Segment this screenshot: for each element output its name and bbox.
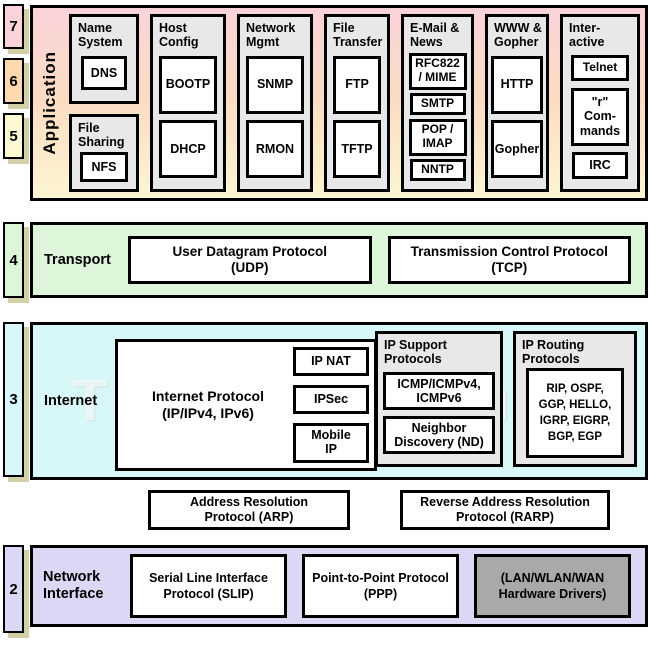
- ip-title: Internet Protocol (IP/IPv4, IPv6): [151, 387, 264, 422]
- group-title: Network Mgmt: [246, 21, 296, 49]
- layer-badge-2: 2: [3, 545, 24, 633]
- internet-layer-label: Internet: [44, 393, 98, 409]
- protocol-box-routing-list: RIP, OSPF, GGP, HELLO, IGRP, EIGRP, BGP,…: [526, 368, 624, 458]
- group-title: Name System: [78, 21, 123, 49]
- layer-badge-7: 7: [3, 4, 24, 49]
- protocol-box-ipsec: IPSec: [293, 385, 369, 414]
- protocol-box-tftp: TFTP: [333, 120, 381, 179]
- protocol-box-ip-nat: IP NAT: [293, 347, 369, 376]
- transport-layer-label: Transport: [44, 252, 111, 268]
- protocol-box-rfc822-mime: RFC822 / MIME: [408, 52, 467, 90]
- network-interface-layer-block: Network Interface Serial Line Interface …: [30, 545, 648, 627]
- protocol-box-neighbor-discovery: Neighbor Discovery (ND): [383, 416, 495, 454]
- group-title: IP Routing Protocols: [522, 338, 585, 366]
- protocol-box-dhcp: DHCP: [159, 120, 217, 179]
- protocol-box-smtp: SMTP: [409, 93, 466, 116]
- group-name-system: Name System DNS: [69, 14, 139, 104]
- group-email-news: E-Mail & News RFC822 / MIME SMTP POP / I…: [401, 14, 474, 192]
- protocol-box-dns: DNS: [81, 56, 127, 90]
- protocol-box-telnet: Telnet: [571, 55, 629, 82]
- protocol-box-ppp: Point-to-Point Protocol (PPP): [302, 554, 459, 618]
- group-title: IP Support Protocols: [384, 338, 447, 366]
- network-interface-layer-label: Network Interface: [43, 568, 104, 602]
- layer-badge-5: 5: [3, 113, 24, 159]
- ip-sub-protocols: IP NAT IPSec Mobile IP: [293, 347, 369, 463]
- network-interface-protocols: Serial Line Interface Protocol (SLIP) Po…: [130, 554, 631, 618]
- protocol-box-http: HTTP: [491, 55, 543, 114]
- group-file-sharing: File Sharing NFS: [69, 114, 139, 192]
- column-name-file: Name System DNS File Sharing NFS: [69, 14, 139, 192]
- internet-layer-block: The TCP/IP Guide Internet Internet Proto…: [30, 322, 648, 480]
- group-host-config: Host Config BOOTP DHCP: [150, 14, 226, 192]
- protocol-box-pop-imap: POP / IMAP: [408, 118, 467, 156]
- group-file-transfer: File Transfer FTP TFTP: [324, 14, 390, 192]
- layer-badge-3: 3: [3, 322, 24, 477]
- protocol-box-ftp: FTP: [333, 55, 381, 114]
- transport-layer-block: Transport User Datagram Protocol (UDP) T…: [30, 222, 648, 298]
- application-layer-label: Application: [40, 51, 59, 155]
- group-title: WWW & Gopher: [494, 21, 542, 49]
- group-interactive: Inter- active Telnet "r" Com- mands IRC: [560, 14, 640, 192]
- protocol-box-nntp: NNTP: [409, 159, 466, 182]
- protocol-box-arp: Address Resolution Protocol (ARP): [148, 490, 350, 530]
- protocol-box-tcp: Transmission Control Protocol (TCP): [387, 236, 631, 284]
- protocol-box-icmp: ICMP/ICMPv4, ICMPv6: [383, 372, 495, 410]
- group-ip-support-protocols: IP Support Protocols ICMP/ICMPv4, ICMPv6…: [375, 331, 503, 467]
- protocol-box-udp: User Datagram Protocol (UDP): [128, 236, 372, 284]
- group-title: File Sharing: [78, 121, 125, 149]
- protocol-box-slip: Serial Line Interface Protocol (SLIP): [130, 554, 287, 618]
- protocol-box-rmon: RMON: [246, 120, 304, 179]
- protocol-box-rarp: Reverse Address Resolution Protocol (RAR…: [400, 490, 610, 530]
- protocol-box-nfs: NFS: [80, 152, 128, 182]
- group-www-gopher: WWW & Gopher HTTP Gopher: [485, 14, 549, 192]
- group-title: Host Config: [159, 21, 199, 49]
- group-title: E-Mail & News: [410, 21, 460, 49]
- group-title: File Transfer: [333, 21, 383, 49]
- group-ip-routing-protocols: IP Routing Protocols RIP, OSPF, GGP, HEL…: [513, 331, 637, 467]
- protocol-box-gopher: Gopher: [491, 120, 543, 179]
- protocol-box-irc: IRC: [572, 151, 628, 179]
- group-title: Inter- active: [569, 21, 605, 49]
- hardware-drivers-box: (LAN/WLAN/WAN Hardware Drivers): [474, 554, 631, 618]
- application-groups: Name System DNS File Sharing NFS Host Co…: [69, 14, 640, 192]
- transport-protocols: User Datagram Protocol (UDP) Transmissio…: [128, 236, 631, 284]
- application-layer-block: Application Name System DNS File Sharing…: [30, 5, 648, 201]
- protocol-box-r-commands: "r" Com- mands: [571, 87, 629, 146]
- protocol-box-ip: Internet Protocol (IP/IPv4, IPv6) IP NAT…: [115, 339, 377, 471]
- layer-badge-4: 4: [3, 222, 24, 298]
- protocol-box-bootp: BOOTP: [159, 55, 217, 114]
- protocol-box-mobile-ip: Mobile IP: [293, 423, 369, 463]
- layer-badge-6: 6: [3, 58, 24, 104]
- group-network-mgmt: Network Mgmt SNMP RMON: [237, 14, 313, 192]
- protocol-box-snmp: SNMP: [246, 55, 304, 114]
